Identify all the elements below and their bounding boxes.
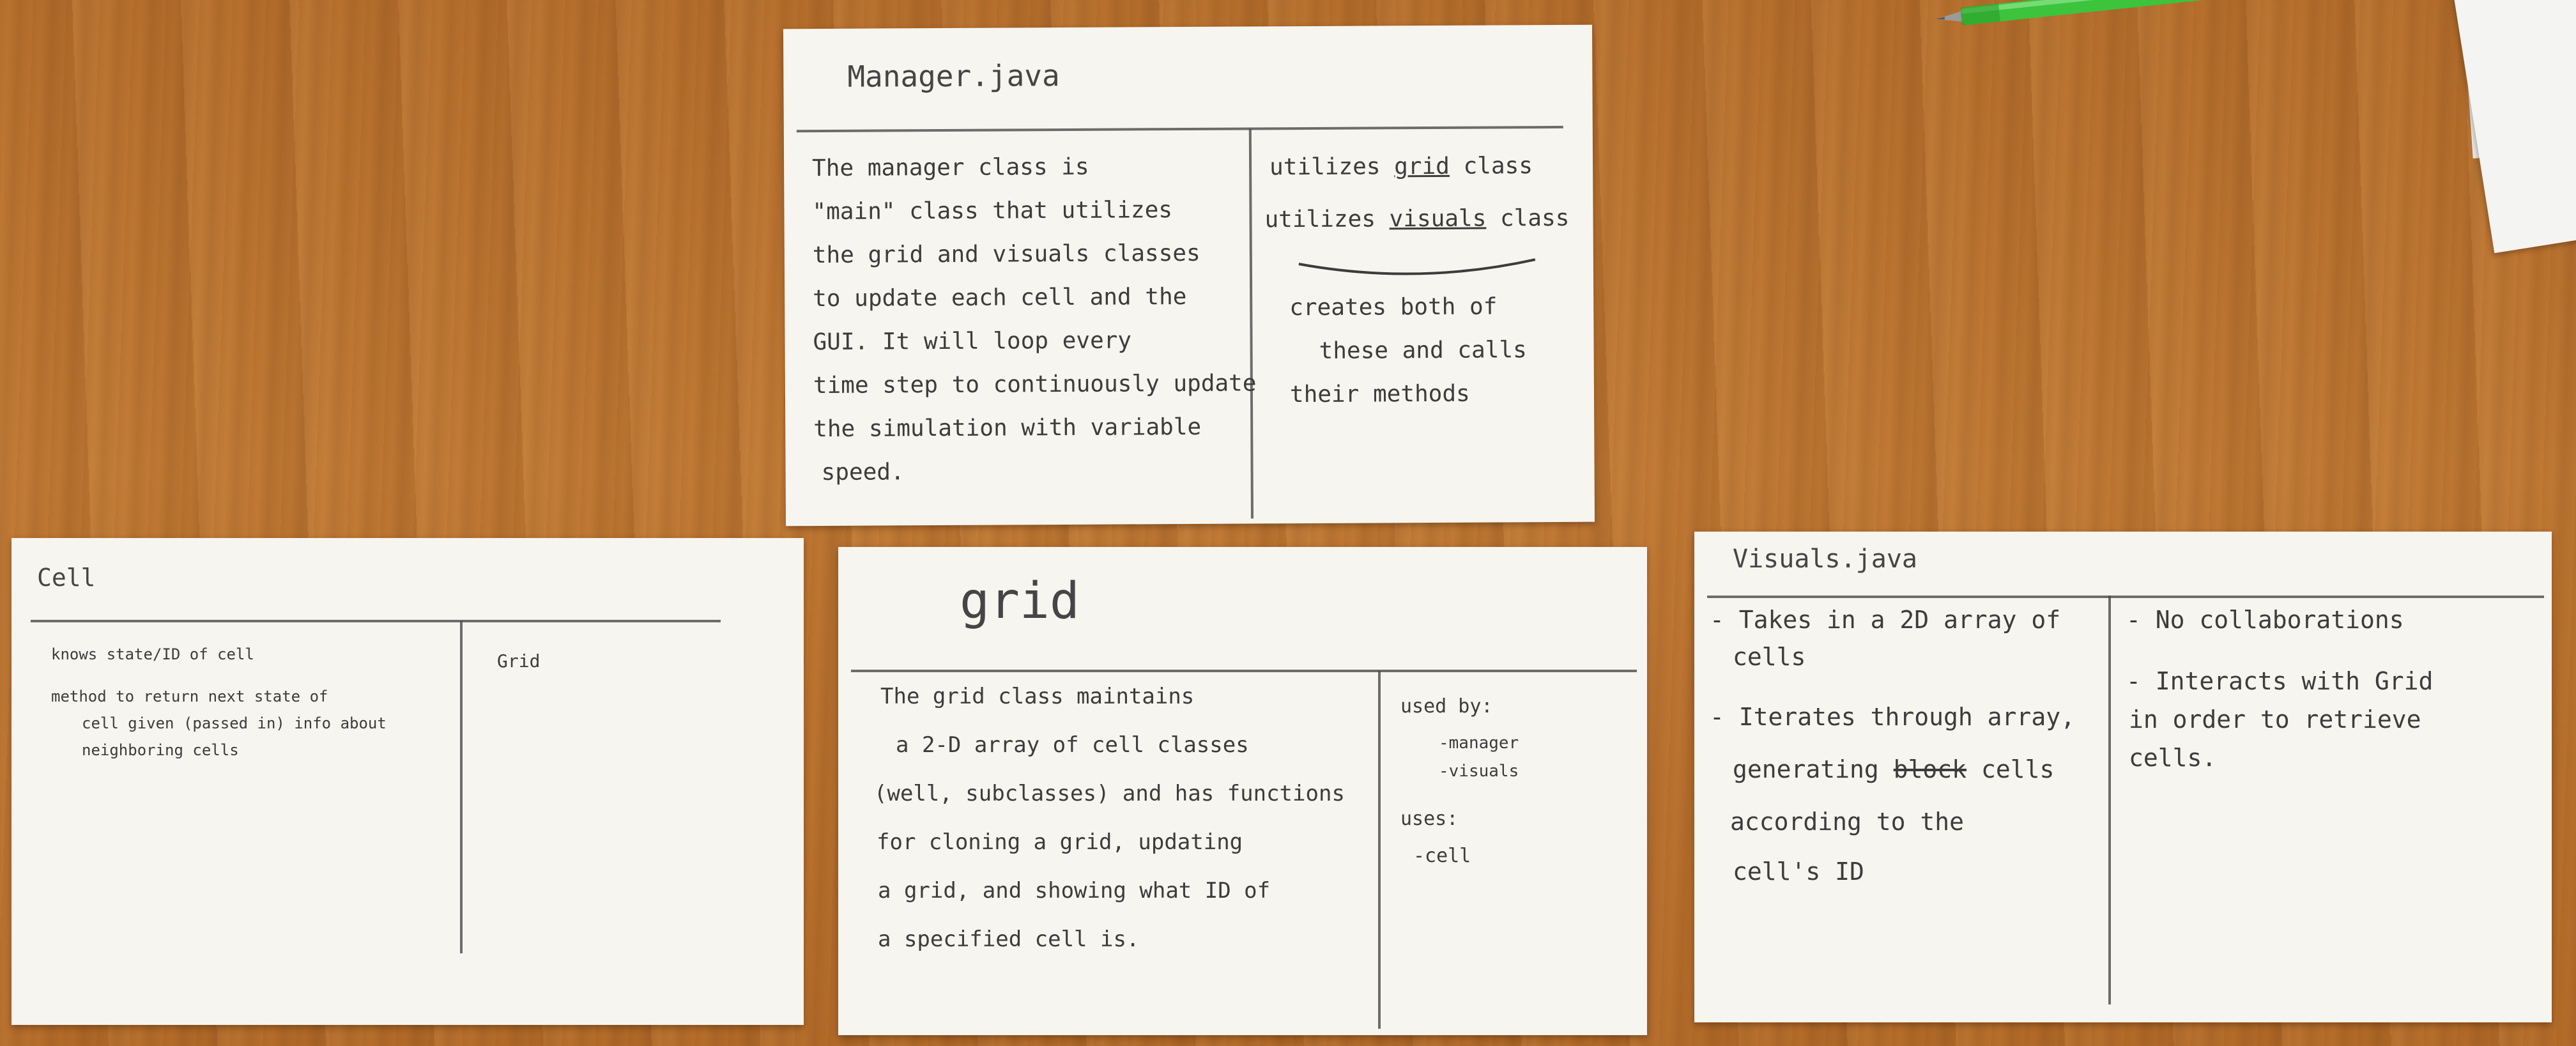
collaborator-text: class (1486, 204, 1570, 232)
responsibility-line: a grid, and showing what ID of (878, 878, 1271, 904)
pen-icon (1936, 0, 2381, 26)
responsibility-text-part: generating (1733, 755, 1894, 783)
collaborator-line: used by: (1400, 695, 1493, 718)
cell-crc-card: Cell knows state/ID of cell method to re… (12, 538, 804, 1025)
collaborator-line: in order to retrieve (2129, 705, 2421, 734)
collaborator-line: -manager (1439, 734, 1519, 753)
card-divider-horizontal (31, 620, 721, 622)
card-divider-vertical (1378, 671, 1381, 1029)
card-divider-vertical (1248, 128, 1254, 519)
responsibility-line: for cloning a grid, updating (877, 829, 1243, 855)
collaborator-line: utilizes grid class (1269, 153, 1533, 180)
responsibility-line: - Iterates through array, (1710, 703, 2075, 731)
collaborators-section: utilizes grid class utilizes visuals cla… (783, 25, 1592, 408)
collaborator-line: Grid (497, 650, 540, 672)
card-title: Cell (37, 564, 96, 592)
responsibility-line: the simulation with variable (813, 413, 1202, 443)
collaborator-line: cells. (2129, 744, 2217, 772)
card-title: Visuals.java (1733, 544, 1917, 574)
grid-crc-card: grid The grid class maintains a 2-D arra… (838, 547, 1647, 1035)
responsibility-line: neighboring cells (82, 741, 239, 759)
card-divider-horizontal (796, 125, 1563, 133)
collaborator-text: utilizes (1269, 153, 1395, 181)
collaborator-line: their methods (1289, 380, 1470, 408)
collaborator-line: uses: (1400, 808, 1459, 830)
card-divider-vertical (2108, 596, 2111, 1004)
responsibility-line: according to the (1730, 808, 1965, 836)
responsibility-line: The manager class is (812, 153, 1089, 182)
responsibility-text: generating block cells (1733, 755, 2054, 783)
manager-crc-card: Manager.java The manager class is "main"… (783, 24, 1595, 527)
responsibility-line: GUI. It will loop every (813, 327, 1132, 356)
card-title: grid (960, 573, 1080, 630)
responsibility-line: time step to continuously update (813, 370, 1257, 399)
responsibility-line: "main" class that utilizes (812, 197, 1173, 226)
visuals-crc-card: Visuals.java - Takes in a 2D array of ce… (1694, 532, 2552, 1022)
responsibility-line: a 2-D array of cell classes (896, 732, 1249, 758)
responsibility-line: the grid and visuals classes (812, 240, 1200, 269)
responsibility-line: speed. (821, 459, 905, 486)
collaborator-line: - Interacts with Grid (2126, 667, 2434, 695)
card-divider-horizontal (1707, 596, 2544, 598)
card-title: Manager.java (847, 58, 1060, 94)
struck-out-word: block (1893, 755, 1967, 783)
responsibility-line: generating block cells (1733, 755, 2054, 783)
collaborator-line: these and calls (1319, 337, 1527, 364)
collaborator-underlined-word: visuals (1389, 205, 1487, 233)
responsibility-line: The grid class maintains (880, 684, 1195, 709)
responsibility-line: (well, subclasses) and has functions (874, 781, 1345, 806)
responsibilities-section: The manager class is "main" class that u… (783, 25, 1592, 486)
responsibility-line: cells (1733, 643, 1806, 671)
collaborator-line: -visuals (1439, 762, 1519, 781)
collaborator-line: utilizes visuals class (1264, 205, 1569, 233)
collaborator-text: class (1449, 153, 1533, 180)
responsibility-line: - Takes in a 2D array of (1710, 606, 2061, 634)
responsibility-line: method to return next state of (51, 688, 328, 705)
responsibility-line: cell's ID (1733, 858, 1864, 886)
squiggle-underline (1298, 258, 1536, 275)
responsibility-line: knows state/ID of cell (51, 645, 254, 663)
responsibility-line: cell given (passed in) info about (82, 714, 387, 732)
card-divider-vertical (460, 621, 463, 953)
responsibility-text-part: cells (1966, 755, 2055, 783)
collaborator-line: - No collaborations (2126, 606, 2404, 634)
collaborator-line: -cell (1413, 845, 1471, 867)
collaborator-text: utilizes (1264, 206, 1390, 233)
collaborator-underlined-word: grid (1394, 153, 1450, 180)
responsibility-line: a specified cell is. (878, 927, 1140, 952)
responsibility-line: to update each cell and the (813, 284, 1187, 312)
card-divider-horizontal (851, 670, 1637, 672)
collaborator-line: creates both of (1289, 293, 1498, 321)
